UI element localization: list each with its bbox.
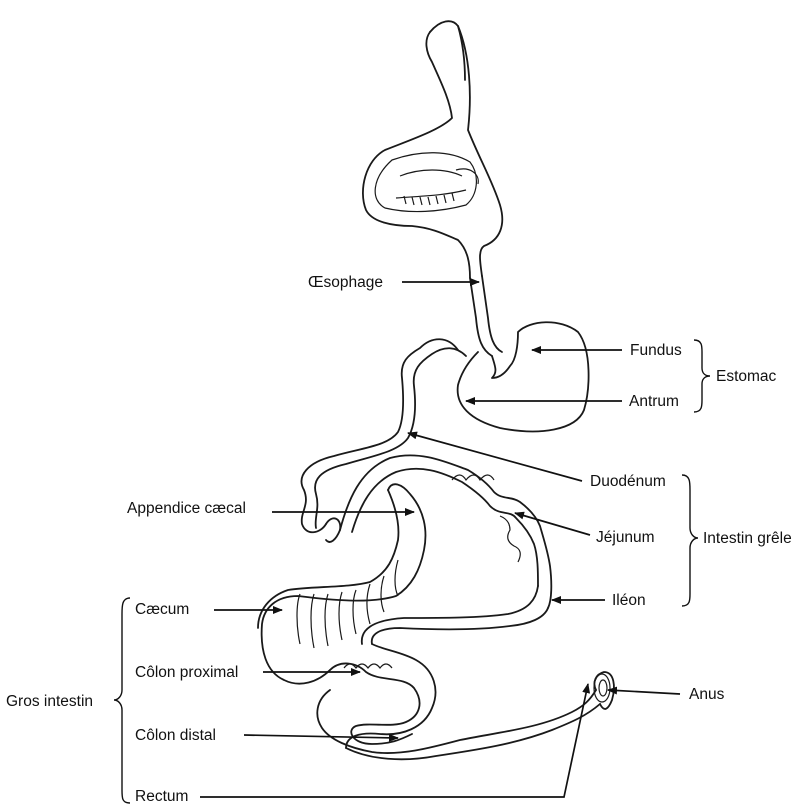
label-colon-distal: Côlon distal [135,727,216,744]
label-intestin-grele: Intestin grêle [703,530,792,547]
arrow-duodenum [408,433,582,481]
oesophagus-tube [470,276,502,356]
arrow-anus [608,690,680,694]
brace-estomac [694,340,710,412]
brace-gros-intestin [114,598,130,803]
arrow-colon-distal [244,735,398,738]
label-anus: Anus [689,686,725,703]
colon-outline [317,644,600,759]
small-intestine-outline [302,339,552,644]
label-colon-proximal: Côlon proximal [135,664,238,681]
brace-intestin-grele [682,475,698,606]
head-outline [363,21,502,278]
arrow-jejunum [515,513,590,535]
label-appendice: Appendice cæcal [127,500,246,517]
label-caecum: Cæcum [135,601,189,618]
label-oesophage: Œsophage [308,274,383,291]
label-gros-intestin: Gros intestin [6,693,93,710]
label-estomac: Estomac [716,368,777,385]
label-ileon: Iléon [612,592,646,609]
stomach-outline [458,322,589,431]
label-rectum: Rectum [135,788,188,805]
label-jejunum: Jéjunum [596,529,655,546]
label-duodenum: Duodénum [590,473,666,490]
label-fundus: Fundus [630,342,682,359]
label-antrum: Antrum [629,393,679,410]
